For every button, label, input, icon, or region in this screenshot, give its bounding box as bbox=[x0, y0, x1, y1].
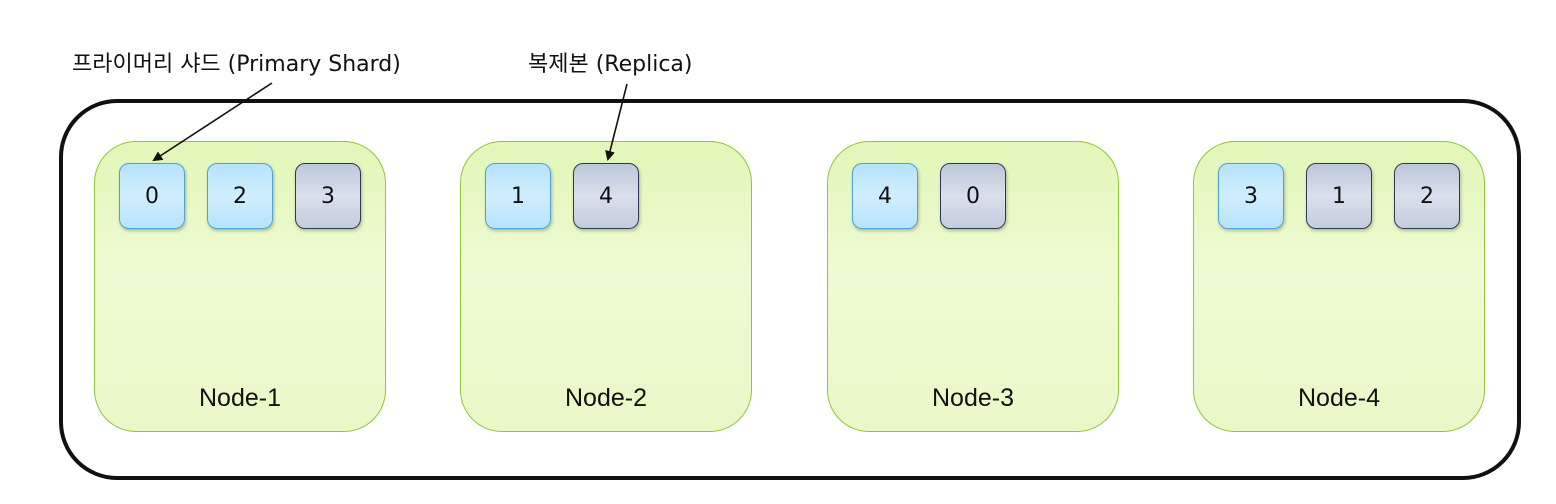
primary-shard-callout: 프라이머리 샤드 (Primary Shard) bbox=[72, 52, 401, 77]
node-label: Node-4 bbox=[1298, 384, 1380, 412]
shard-replica-1: 1 bbox=[1306, 163, 1372, 229]
shard-replica-4: 4 bbox=[573, 163, 639, 229]
shard-replica-2: 2 bbox=[1394, 163, 1460, 229]
shard-primary-3: 3 bbox=[1218, 163, 1284, 229]
node-label: Node-3 bbox=[932, 384, 1014, 412]
node-2-box: 1 4 Node-2 bbox=[460, 141, 752, 432]
shard-primary-1: 1 bbox=[485, 163, 551, 229]
node-3-box: 4 0 Node-3 bbox=[827, 141, 1119, 432]
shard-replica-3: 3 bbox=[295, 163, 361, 229]
node-1-box: 0 2 3 Node-1 bbox=[94, 141, 386, 432]
replica-callout: 복제본 (Replica) bbox=[528, 52, 693, 77]
shard-replica-0: 0 bbox=[940, 163, 1006, 229]
node-label: Node-2 bbox=[565, 384, 647, 412]
cluster-boundary bbox=[59, 99, 1521, 480]
node-label: Node-1 bbox=[199, 384, 281, 412]
shard-primary-4: 4 bbox=[852, 163, 918, 229]
node-4-box: 3 1 2 Node-4 bbox=[1193, 141, 1485, 432]
shard-primary-0: 0 bbox=[119, 163, 185, 229]
shard-primary-2: 2 bbox=[207, 163, 273, 229]
